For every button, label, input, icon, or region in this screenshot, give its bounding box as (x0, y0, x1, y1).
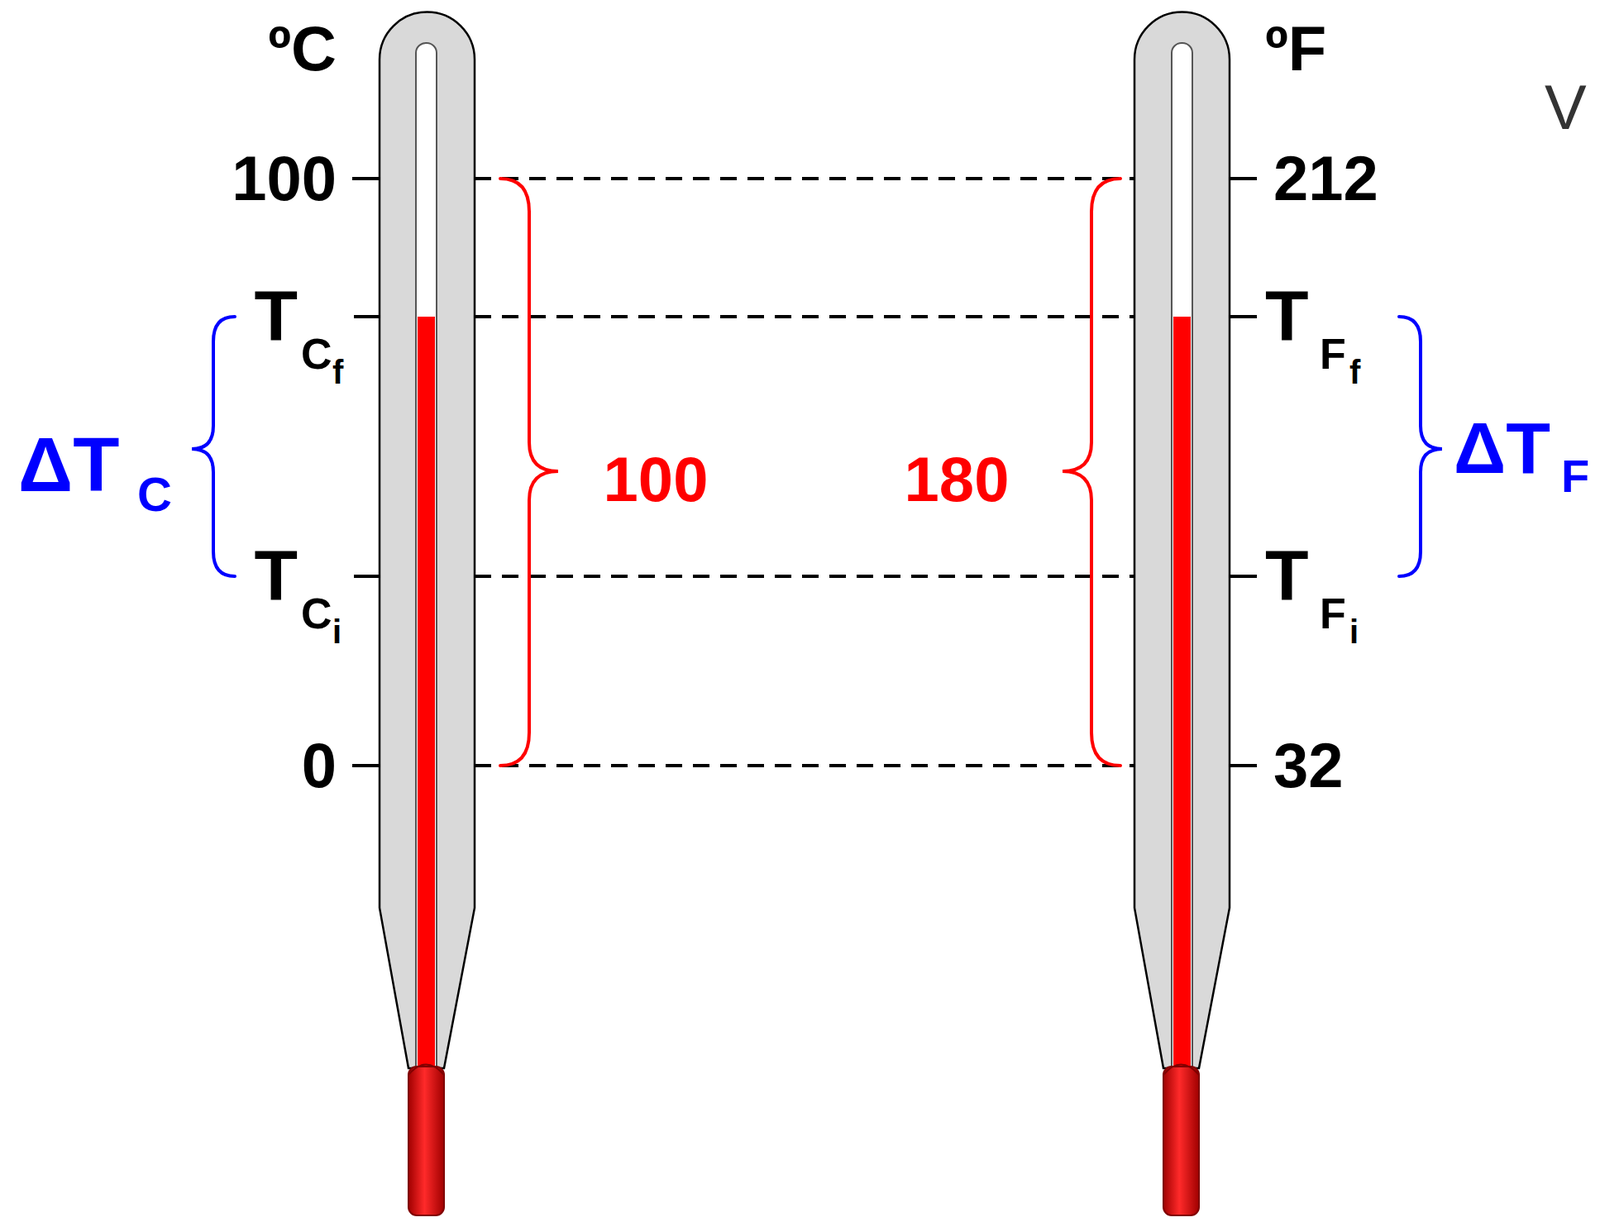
scale-unit: ºC (267, 17, 337, 81)
delta-brace (1399, 316, 1443, 577)
tick-mark (352, 764, 380, 768)
range-brace (1062, 178, 1121, 766)
scale-value: 0 (301, 734, 337, 798)
delta-symbol: ΔT (1453, 411, 1551, 485)
range-value: 180 (904, 448, 1010, 512)
dashed-line (474, 315, 1135, 319)
temperature-symbol: T (1265, 539, 1309, 611)
dashed-line (474, 574, 1135, 578)
subscript: f (332, 355, 344, 389)
tick-mark (1229, 176, 1257, 181)
temperature-symbol: T (253, 279, 298, 351)
subscript: F (1561, 453, 1590, 500)
subscript: f (1349, 355, 1361, 389)
scale-value: 32 (1273, 734, 1344, 798)
thermometer-bore (415, 42, 437, 1077)
range-value: 100 (603, 448, 709, 512)
tick-mark (353, 315, 380, 319)
bulb-rim (1163, 1065, 1199, 1076)
dashed-line (474, 176, 1135, 181)
subscript: i (332, 615, 342, 649)
tick-marks (352, 178, 1257, 766)
thermometer-bulb (1163, 1066, 1199, 1216)
fahrenheit-thermometer (1134, 11, 1230, 1216)
subscript: C (300, 332, 333, 376)
celsius-thermometer (379, 12, 475, 1216)
tick-mark (1229, 764, 1257, 768)
tick-mark (1229, 315, 1257, 319)
delta-symbol: ΔT (18, 426, 120, 503)
temperature-symbol: T (1265, 279, 1309, 351)
subscript: F (1319, 592, 1347, 636)
range-brace (500, 178, 559, 766)
scale-value: 100 (231, 147, 337, 211)
scale-unit: ºF (1265, 17, 1327, 81)
dashed-line (474, 764, 1135, 768)
scale-value: 212 (1273, 147, 1379, 211)
thermometer-bulb (408, 1066, 445, 1216)
mercury-column (417, 316, 435, 1078)
tick-mark (1229, 574, 1257, 578)
tick-mark (353, 574, 380, 578)
bulb-rim (408, 1065, 445, 1076)
cut-off-text: V (1544, 76, 1587, 139)
delta-brace (191, 316, 235, 577)
reference-lines (474, 178, 1135, 766)
subscript: C (137, 470, 172, 519)
subscript: F (1319, 332, 1347, 376)
mercury-column (1173, 316, 1191, 1078)
tick-mark (352, 176, 380, 181)
thermometer-bore (1171, 42, 1193, 1077)
subscript: i (1349, 615, 1359, 649)
temperature-symbol: T (253, 539, 298, 611)
subscript: C (300, 592, 333, 636)
